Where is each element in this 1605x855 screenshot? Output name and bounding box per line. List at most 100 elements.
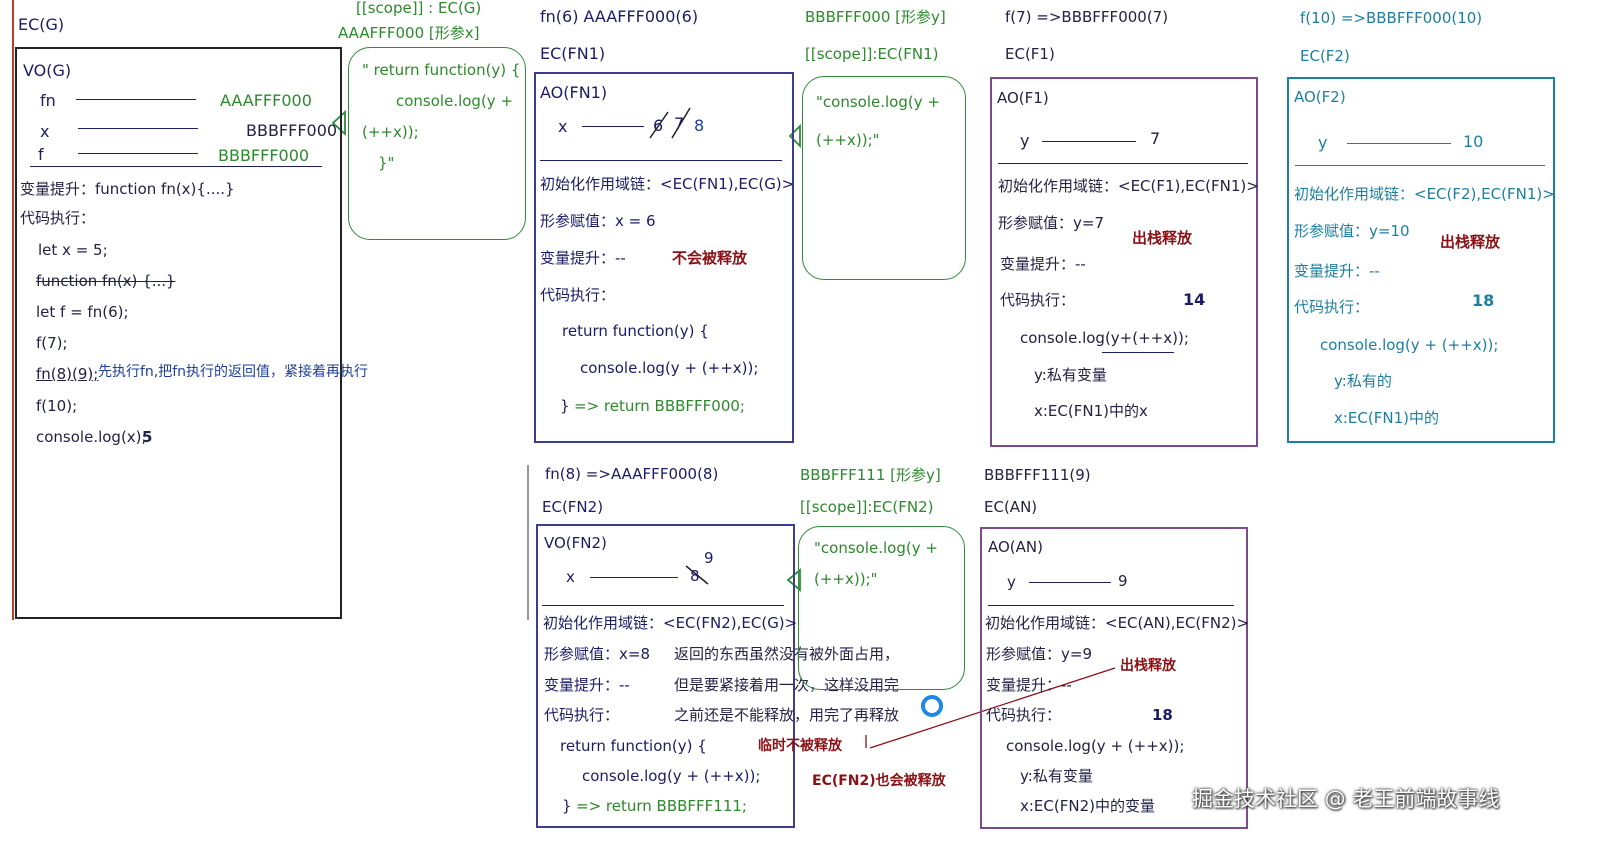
fn1-var: x [558,117,568,136]
an-code: console.log(y + (++x)); [1006,737,1185,755]
f2-box [1287,77,1555,443]
an-release: 出栈释放 [1120,658,1176,674]
heap-f-addr: BBBFFF000 [形参y] [805,8,946,26]
heap-f2-body-line: (++x));" [814,570,878,588]
fn2-box [536,524,795,828]
heap-fn-body-line: }" [378,154,395,172]
heap-fn-body-line: console.log(y + [396,92,514,110]
global-code-line: console.log(x); [36,428,147,446]
global-var-x-name: x [40,122,50,141]
fn1-exec-label: 代码执行： [540,286,616,304]
heap-f2-body-line: "console.log(y + [814,539,938,557]
an-ao: AO(AN) [988,538,1043,556]
f2-var-line [1347,143,1451,144]
an-hoist: 变量提升：-- [986,676,1072,694]
fn1-ao: AO(FN1) [540,83,608,102]
an-exec-label: 代码执行： [986,706,1062,724]
an-scope-chain: 初始化作用域链：<EC(AN),EC(FN2)> [985,614,1250,632]
f1-code: console.log(y+(++x)); [1020,329,1189,347]
global-code-line: let x = 5; [38,241,108,259]
fn2-var-line [590,577,678,578]
f1-hoist: 变量提升：-- [1000,255,1086,273]
fn2-call: fn(8) =>AAAFFF000(8) [545,465,719,483]
fn2-value: 9 [704,549,714,567]
fn1-var-line [582,126,644,127]
fn2-vo: VO(FN2) [544,534,607,552]
global-hoist: 变量提升：function fn(x){....} [20,180,235,198]
global-code-line: fn(8)(9); [36,365,99,383]
fn2-divider [542,605,784,606]
global-code-line: let f = fn(6); [36,303,129,321]
f2-ec: EC(F2) [1300,47,1350,65]
heap-fn-scope: [[scope]] : EC(G) [356,0,482,17]
f2-var: y [1318,133,1328,152]
fn1-return: => return BBBFFF000; [574,397,745,415]
fn2-hoist: 变量提升：-- [544,676,630,694]
global-var-f-name: f [38,145,44,164]
heap-fn-box [348,47,526,240]
heap-f-body-line: "console.log(y + [816,93,940,111]
global-exec-label: 代码执行： [20,209,96,227]
an-call: BBBFFF111(9) [984,466,1091,484]
fn1-code-line: console.log(y + (++x)); [580,359,759,377]
an-value: 9 [1118,572,1128,590]
f2-hoist: 变量提升：-- [1294,262,1380,280]
f2-call: f(10) =>BBBFFF000(10) [1300,9,1483,27]
fn2-release-note: EC(FN2)也会被释放 [812,773,946,789]
fn2-code-line: } [562,797,572,815]
f1-var-line [1042,141,1136,142]
global-var-x-value: BBBFFF000 [246,121,338,140]
an-param: 形参赋值：y=9 [986,645,1092,663]
heap-fn-body-line: " return function(y) { [362,61,521,79]
f1-var: y [1020,131,1030,150]
arrow-heap-f [788,123,801,149]
fn1-note: 不会被释放 [672,249,748,267]
f2-exec-label: 代码执行： [1294,298,1370,316]
an-divider [988,605,1234,606]
f2-param: 形参赋值：y=10 [1294,222,1410,240]
global-var-fn-name: fn [40,91,56,110]
heap-f2-box [798,526,965,690]
f2-release: 出栈释放 [1440,233,1501,251]
fn2-return: => return BBBFFF111; [576,797,747,815]
global-code-line: f(7); [36,334,68,352]
an-result: 18 [1152,706,1173,724]
an-box [980,527,1248,829]
global-vo-title: VO(G) [23,61,72,80]
heap-f2-addr: BBBFFF111 [形参y] [800,466,941,484]
an-var-line [1029,582,1111,583]
heap-f-scope: [[scope]]:EC(FN1) [805,45,939,63]
f1-code-underline [1102,352,1174,353]
fn1-divider [540,160,782,161]
fn1-hoist: 变量提升：-- [540,249,626,267]
f1-divider [998,163,1248,164]
f1-call: f(7) =>BBBFFF000(7) [1005,8,1169,26]
global-ec-title: EC(G) [18,15,65,34]
global-ec-box [15,47,342,619]
fn1-code-line: } [560,397,570,415]
f1-box [990,77,1258,447]
fn2-note-line: 之前还是不能释放，用完了再释放 [674,706,900,724]
global-var-x-line [78,128,198,129]
f1-exec-label: 代码执行： [1000,291,1076,309]
watermark: 掘金技术社区 @ 老王前端故事线 [1192,787,1500,811]
heap-fn-addr: AAAFFF000 [形参x] [338,24,480,42]
fn2-var: x [566,568,575,586]
fn1-old-val: 6 [653,116,664,135]
fn1-ec: EC(FN1) [540,44,606,63]
fn1-code-line: return function(y) { [562,322,709,340]
an-ec: EC(AN) [984,498,1038,516]
fn1-param: 形参赋值：x = 6 [540,212,656,230]
fn2-note-line: 返回的东西虽然没有被外面占用， [674,645,900,663]
f1-note-x: x:EC(FN1)中的x [1034,402,1148,420]
fn1-scope-chain: 初始化作用域链：<EC(FN1),EC(G)> [540,175,795,193]
global-var-f-line [78,153,198,154]
global-var-fn-line [76,99,196,100]
f1-ao: AO(F1) [997,89,1049,107]
fn2-exec-label: 代码执行： [544,706,620,724]
f2-scope-chain: 初始化作用域链：<EC(F2),EC(FN1)> [1294,185,1555,203]
strike-6 [649,111,669,139]
f1-value: 7 [1150,129,1161,148]
strike-8 [685,565,709,585]
